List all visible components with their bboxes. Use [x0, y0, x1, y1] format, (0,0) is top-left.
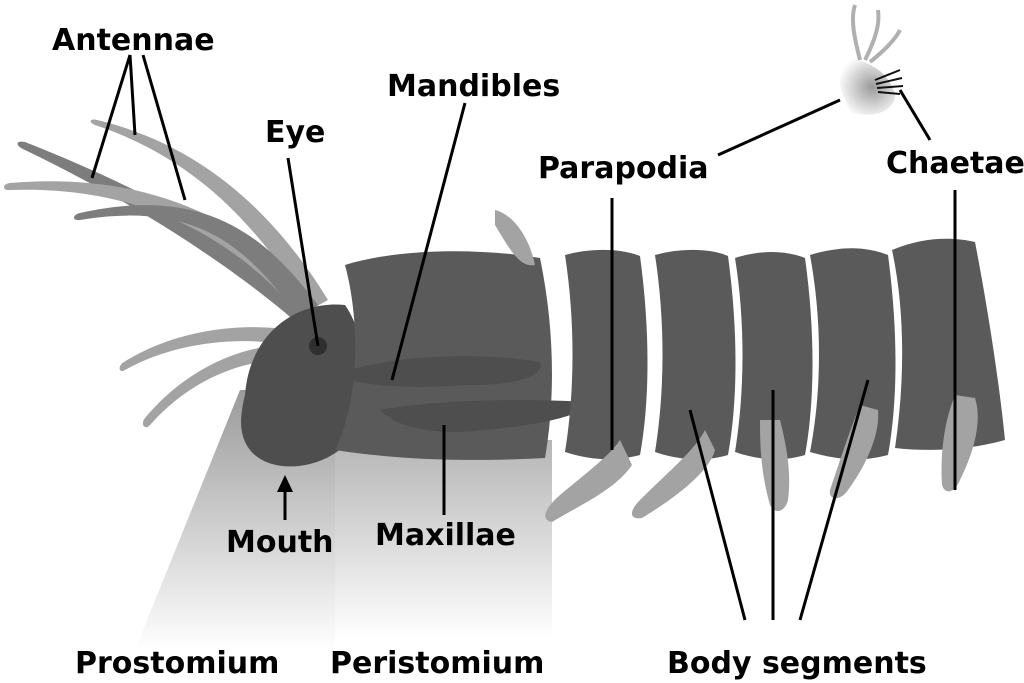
- maxillae-shape: [380, 400, 590, 432]
- segment-2: [655, 249, 736, 460]
- mandibles-leader: [390, 102, 467, 381]
- chaetae-inset-leader: [898, 89, 932, 141]
- body-segments-group: [565, 238, 1005, 460]
- segment-5: [892, 238, 1005, 450]
- label-maxillae: Maxillae: [375, 518, 516, 553]
- antenna-1: [17, 141, 322, 330]
- eye-leader: [286, 157, 320, 347]
- segment-3: [735, 252, 813, 460]
- parapodia-group: [545, 395, 978, 522]
- label-eye: Eye: [265, 115, 325, 150]
- label-prostomium: Prostomium: [75, 646, 279, 681]
- dorsal-cirrus: [495, 210, 535, 266]
- antennae-leader-3: [141, 54, 187, 201]
- mouth-arrowhead: [277, 475, 293, 492]
- parapodium-1: [545, 440, 632, 522]
- label-chaetae: Chaetae: [886, 146, 1024, 181]
- segment-1: [565, 249, 648, 460]
- label-antennae: Antennae: [52, 23, 215, 58]
- antenna-4: [74, 205, 318, 320]
- peristomium-region-highlight: [335, 440, 552, 640]
- parapodia-inset-leader: [717, 98, 841, 157]
- palp-1: [119, 327, 292, 372]
- antennae-leader-2: [128, 54, 137, 136]
- chaetae-bristles: [874, 69, 904, 95]
- parapodium-2: [631, 430, 715, 519]
- label-parapodia: Parapodia: [538, 151, 709, 186]
- prostomium-head: [241, 304, 364, 467]
- antennae-leader-1: [90, 54, 132, 179]
- segment-4: [810, 248, 896, 460]
- parapodium-inset: [837, 4, 904, 115]
- leader-lines: [90, 54, 957, 621]
- label-mouth: Mouth: [226, 525, 334, 560]
- body-segments-leader-1: [688, 409, 747, 621]
- label-mandibles: Mandibles: [387, 69, 560, 104]
- body-segments-leader-3: [798, 379, 870, 621]
- parapodium-5: [941, 395, 978, 492]
- label-body-segments: Body segments: [667, 646, 927, 681]
- label-peristomium: Peristomium: [330, 646, 544, 681]
- parapodium-3: [760, 420, 790, 512]
